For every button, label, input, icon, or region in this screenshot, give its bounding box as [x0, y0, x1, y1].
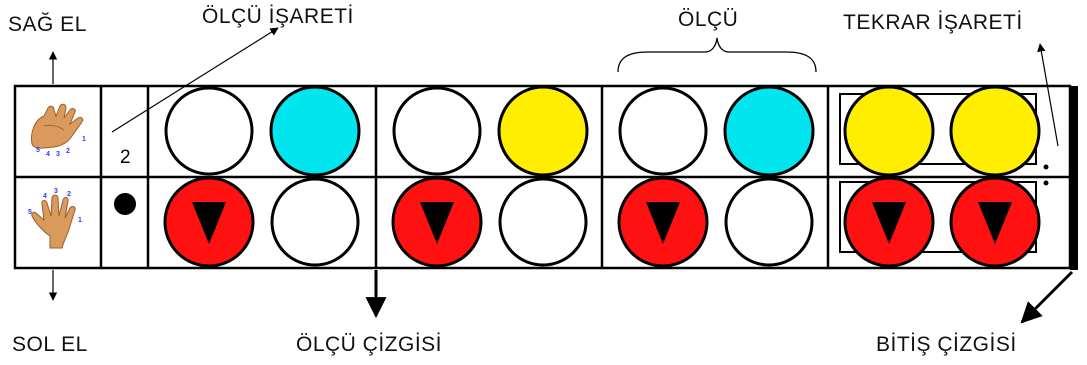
- white-note: [500, 179, 586, 265]
- yellow-note: [951, 87, 1039, 175]
- cyan-note: [271, 87, 359, 175]
- finger-number: 3: [56, 151, 60, 158]
- finger-number: 2: [66, 148, 70, 155]
- repeat-sign-label: TEKRAR İŞARETİ: [843, 11, 1023, 35]
- left-hand-label: SOL EL: [12, 333, 88, 357]
- finger-number: 1: [78, 217, 82, 224]
- repeat-dot: [1044, 181, 1049, 186]
- white-note: [272, 179, 358, 265]
- time-signature-number: 2: [120, 147, 131, 168]
- finger-number: 3: [54, 188, 58, 195]
- white-note: [166, 88, 252, 174]
- white-note: [394, 88, 480, 174]
- white-note: [620, 88, 706, 174]
- bar-line-label: ÖLÇÜ ÇİZGİSİ: [296, 333, 442, 357]
- cyan-note: [725, 87, 813, 175]
- finger-number: 4: [46, 151, 50, 158]
- finger-number: 5: [28, 209, 32, 216]
- right-hand-icon: 5 4 3 2 1: [32, 104, 87, 158]
- left-hand-icon: 5 4 3 2 1: [28, 188, 82, 248]
- finger-number: 5: [36, 147, 40, 154]
- finger-number: 1: [82, 136, 86, 143]
- measure-label: ÖLÇÜ: [678, 8, 738, 32]
- quarter-note-dot: [114, 193, 136, 215]
- repeat-dot: [1044, 165, 1049, 170]
- end-line: [1070, 86, 1078, 270]
- repeat-sign-arrow: [1040, 44, 1058, 146]
- end-line-label: BİTİŞ ÇİZGİSİ: [876, 333, 1017, 357]
- measure-brace: [618, 38, 816, 72]
- finger-number: 4: [43, 193, 47, 200]
- end-line-arrow: [1022, 272, 1072, 322]
- time-signature-label: ÖLÇÜ İŞARETİ: [202, 5, 354, 29]
- right-hand-label: SAĞ EL: [8, 13, 87, 37]
- yellow-note: [845, 87, 933, 175]
- finger-number: 2: [67, 191, 71, 198]
- white-note: [726, 179, 812, 265]
- yellow-note: [499, 87, 587, 175]
